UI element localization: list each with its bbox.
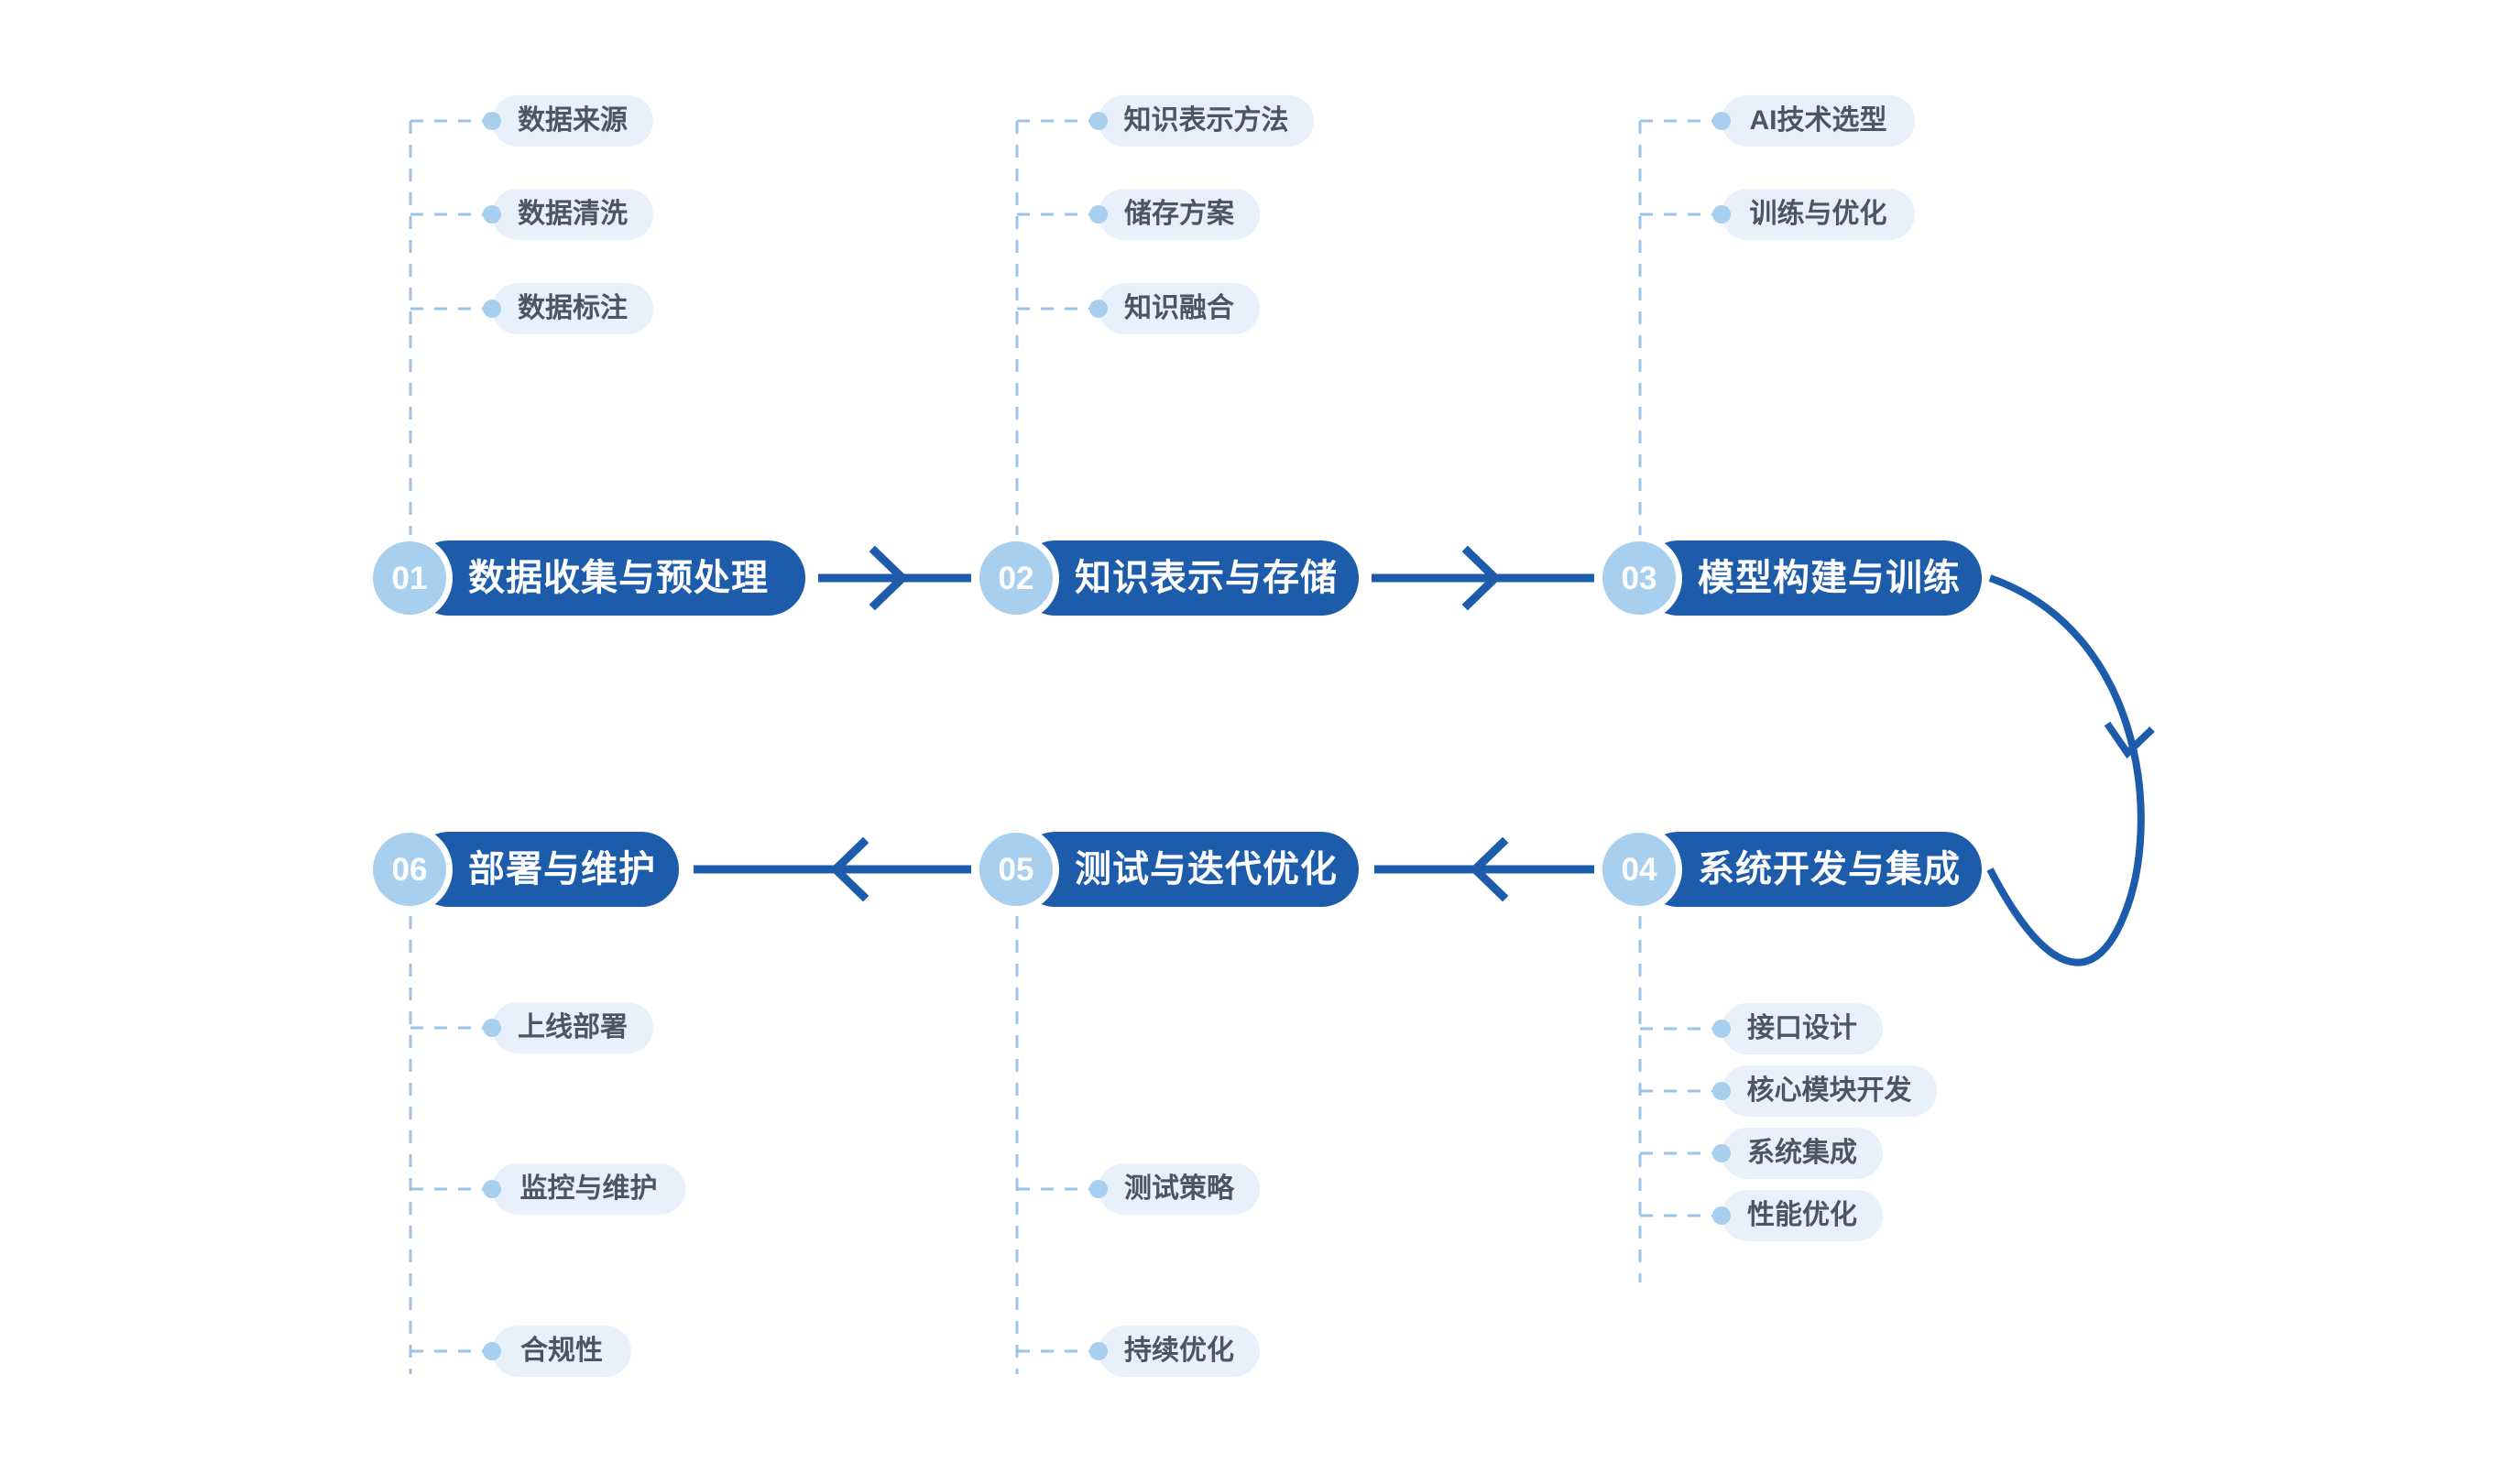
- branch-dot: [1712, 1020, 1731, 1038]
- arrow-02-to-03: [1372, 545, 1594, 611]
- step-number-badge: 03: [1596, 535, 1682, 621]
- step-label: 部署与维护: [468, 849, 656, 889]
- arrow-01-to-02: [818, 545, 971, 611]
- sub-item-label: 数据清洗: [518, 199, 628, 229]
- sub-item-pill[interactable]: 储存方案: [1099, 189, 1260, 240]
- step-number-badge: 06: [366, 826, 453, 912]
- step-bar: 数据收集与预处理: [411, 540, 805, 616]
- sub-item-label: 接口设计: [1747, 1013, 1857, 1043]
- sub-item-label: 知识表示方法: [1123, 105, 1289, 136]
- sub-item-pill[interactable]: 监控与维护: [492, 1163, 685, 1215]
- sub-item-label: 上线部署: [518, 1012, 628, 1042]
- step-number: 03: [1621, 560, 1657, 596]
- branch-dot: [483, 1342, 501, 1360]
- branch-dot: [1712, 112, 1731, 130]
- sub-item-label: 数据标注: [518, 293, 628, 323]
- sub-item-label: 合规性: [520, 1336, 603, 1366]
- sub-item-pill[interactable]: 合规性: [492, 1326, 631, 1377]
- arrow-03-to-04: [1986, 574, 2155, 966]
- step-number: 06: [391, 851, 428, 888]
- branch-dot: [483, 205, 501, 224]
- step-bar: 部署与维护: [411, 832, 679, 907]
- step-number: 04: [1621, 851, 1657, 888]
- step-bar: 系统开发与集成: [1641, 832, 1982, 907]
- dashed-branch-group-04: [1638, 916, 1722, 1282]
- dashed-branch-group-01: [409, 119, 492, 550]
- sub-item-pill[interactable]: 知识融合: [1099, 283, 1260, 334]
- sub-item-label: 测试策略: [1124, 1173, 1234, 1204]
- step-number: 02: [998, 560, 1034, 596]
- sub-item-pill[interactable]: AI技术选型: [1722, 95, 1915, 147]
- step-label: 模型构建与训练: [1698, 558, 1961, 598]
- branch-dot: [1089, 1342, 1108, 1360]
- sub-item-label: 性能优化: [1747, 1200, 1857, 1230]
- step-number: 01: [391, 560, 428, 596]
- branch-dot: [483, 300, 501, 318]
- branch-dot: [483, 1019, 501, 1037]
- branch-dot: [1712, 1144, 1731, 1162]
- sub-item-label: 持续优化: [1124, 1336, 1234, 1366]
- branch-dot: [1712, 1082, 1731, 1100]
- step-label: 知识表示与存储: [1075, 558, 1338, 598]
- sub-item-pill[interactable]: 训练与优化: [1722, 189, 1915, 240]
- sub-item-pill[interactable]: 性能优化: [1722, 1190, 1883, 1241]
- sub-item-pill[interactable]: 系统集成: [1722, 1128, 1883, 1179]
- step-number-badge: 05: [973, 826, 1059, 912]
- arrow-04-to-05: [1374, 836, 1594, 902]
- step-number-badge: 04: [1596, 826, 1682, 912]
- branch-dot: [483, 1180, 501, 1198]
- branch-dot: [1089, 205, 1108, 224]
- sub-item-label: 监控与维护: [519, 1173, 658, 1204]
- sub-item-pill[interactable]: 接口设计: [1722, 1003, 1883, 1054]
- sub-item-label: 系统集成: [1747, 1138, 1857, 1168]
- dashed-branch-group-03: [1638, 119, 1722, 550]
- sub-item-pill[interactable]: 持续优化: [1099, 1326, 1260, 1377]
- dashed-branch-group-02: [1015, 119, 1099, 550]
- step-number-badge: 02: [973, 535, 1059, 621]
- sub-item-label: 知识融合: [1124, 293, 1234, 323]
- arrow-05-to-06: [694, 836, 971, 902]
- step-label: 数据收集与预处理: [468, 558, 769, 598]
- dashed-branch-group-06: [409, 916, 492, 1374]
- step-label: 系统开发与集成: [1698, 849, 1961, 889]
- sub-item-label: 核心模块开发: [1746, 1075, 1912, 1106]
- step-label: 测试与迭代优化: [1075, 849, 1338, 889]
- sub-item-pill[interactable]: 知识表示方法: [1099, 95, 1314, 147]
- branch-dot: [1089, 300, 1108, 318]
- sub-item-pill[interactable]: 核心模块开发: [1722, 1065, 1937, 1117]
- branch-dot: [1712, 205, 1731, 224]
- step-bar: 知识表示与存储: [1018, 540, 1359, 616]
- sub-item-label: 数据来源: [518, 105, 628, 136]
- sub-item-label: 储存方案: [1124, 199, 1234, 229]
- branch-dot: [483, 112, 501, 130]
- dashed-branch-group-05: [1015, 916, 1099, 1374]
- step-number: 05: [998, 851, 1034, 888]
- sub-item-pill[interactable]: 数据标注: [492, 283, 653, 334]
- sub-item-pill[interactable]: 测试策略: [1099, 1163, 1260, 1215]
- branch-dot: [1712, 1206, 1731, 1225]
- step-bar: 模型构建与训练: [1641, 540, 1982, 616]
- sub-item-label: 训练与优化: [1749, 199, 1887, 229]
- branch-dot: [1089, 1180, 1108, 1198]
- sub-item-label: AI技术选型: [1749, 105, 1887, 136]
- sub-item-pill[interactable]: 数据来源: [492, 95, 653, 147]
- sub-item-pill[interactable]: 数据清洗: [492, 189, 653, 240]
- branch-dot: [1089, 112, 1108, 130]
- step-number-badge: 01: [366, 535, 453, 621]
- step-bar: 测试与迭代优化: [1018, 832, 1359, 907]
- sub-item-pill[interactable]: 上线部署: [492, 1002, 653, 1053]
